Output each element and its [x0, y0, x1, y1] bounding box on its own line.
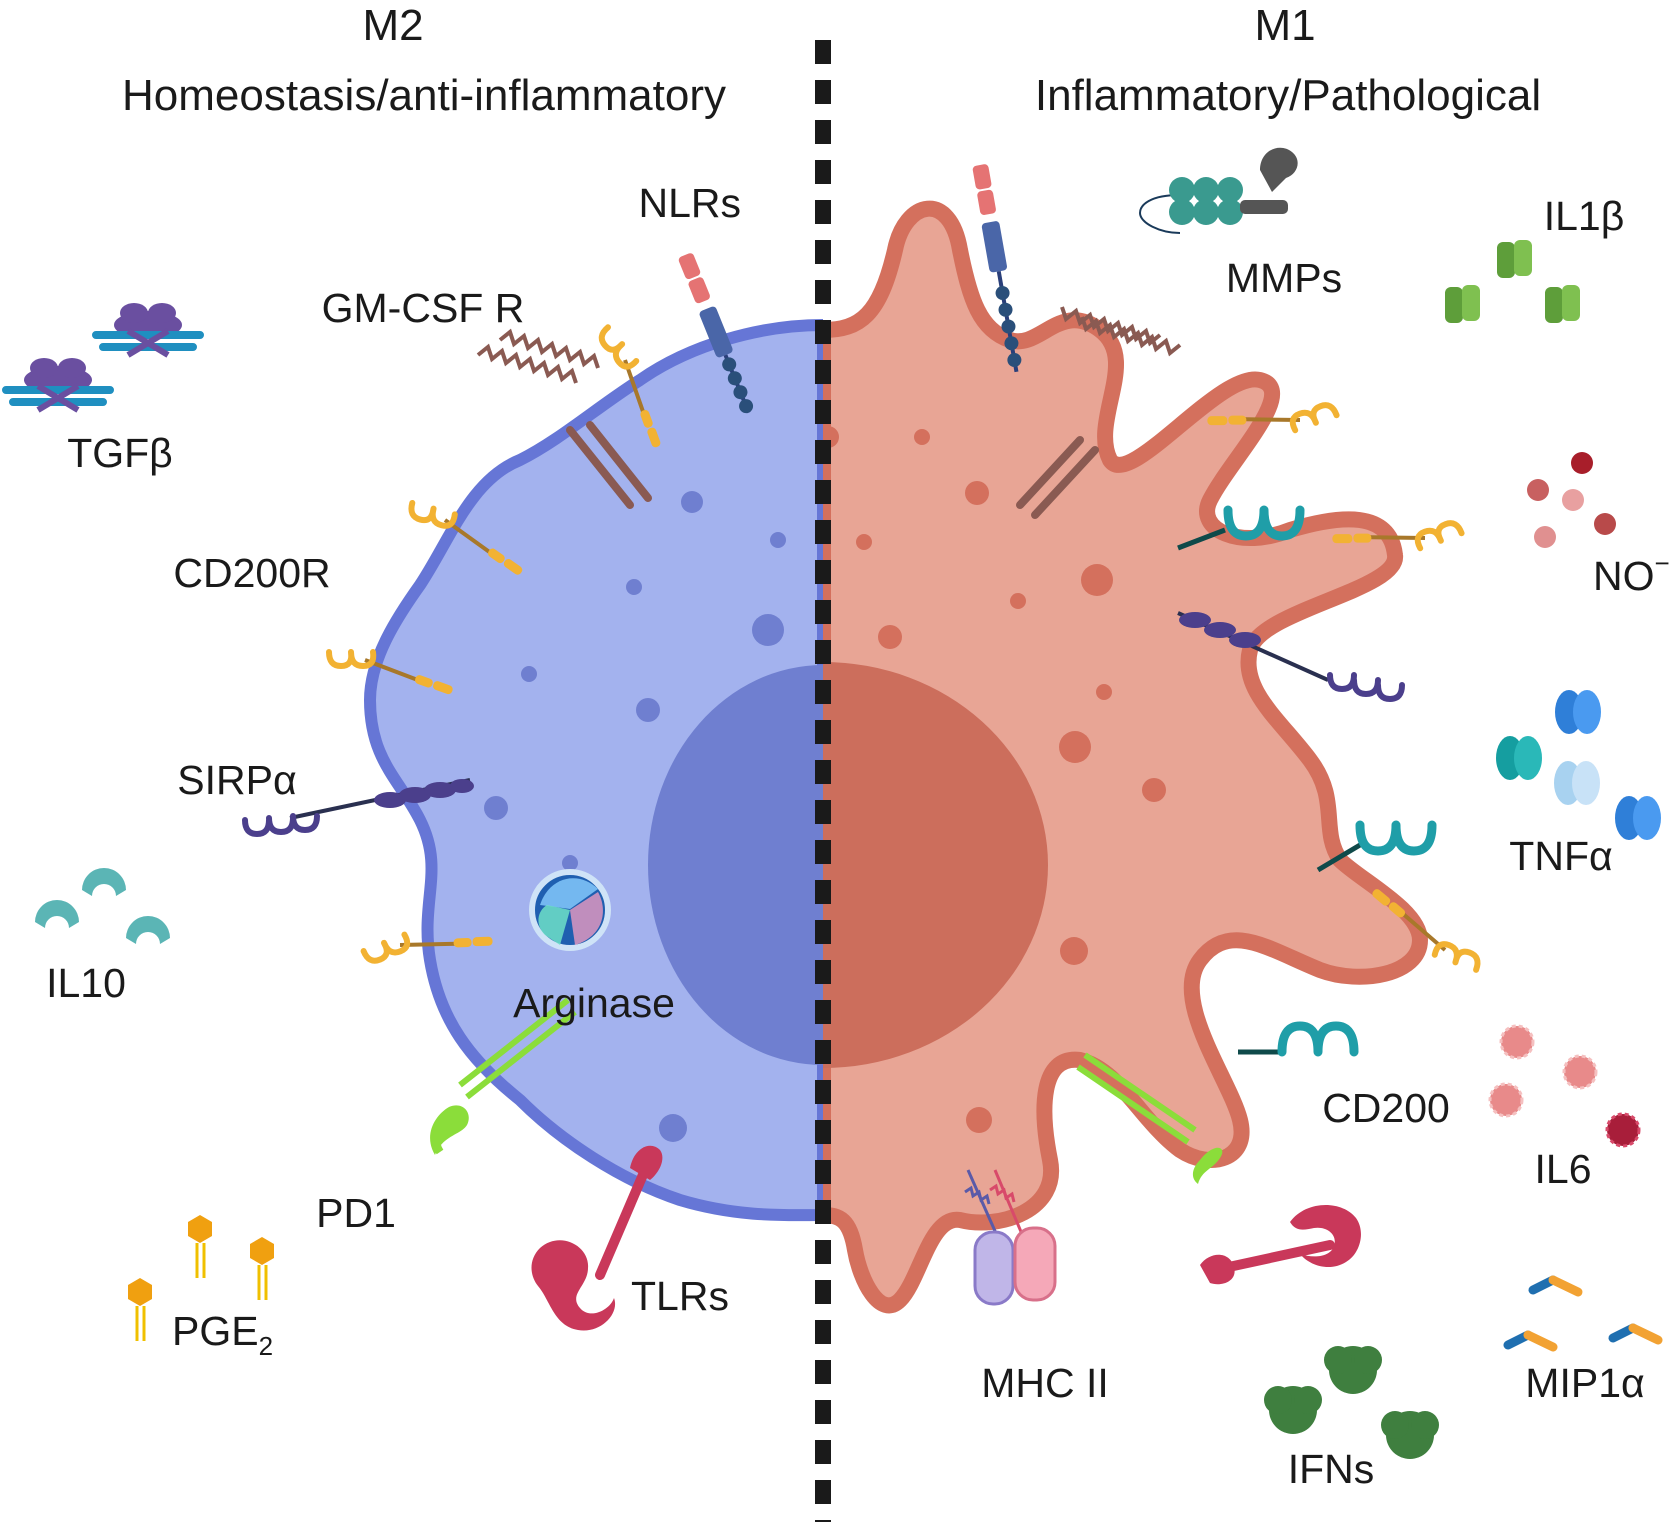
- label-tlrs: TLRs: [631, 1273, 729, 1319]
- nlr-receptor-left: [678, 253, 754, 414]
- arginase-enzyme: [529, 869, 611, 951]
- label-pd1: PD1: [316, 1190, 396, 1236]
- cd200-receptor-3: [1238, 1021, 1359, 1057]
- tnfa-cytokine: [1496, 690, 1661, 840]
- label-tnfa: TNFα: [1509, 833, 1612, 879]
- m2-nucleus: [648, 665, 823, 1065]
- pd1-receptor-right: [1076, 1052, 1223, 1184]
- label-no-base: NO: [1593, 553, 1655, 599]
- label-gmcsfr: GM-CSF R: [322, 285, 525, 331]
- sirpa-receptor-right: [1177, 611, 1405, 703]
- label-il10: IL10: [46, 960, 126, 1006]
- cd200-receptor-1: [1177, 505, 1305, 551]
- il10-cytokine: [35, 868, 170, 944]
- il6-cytokine: [1488, 1024, 1641, 1148]
- label-tgfb: TGFβ: [67, 430, 173, 476]
- mip1a-cytokine: [1503, 1275, 1663, 1352]
- label-mmps: MMPs: [1226, 255, 1342, 301]
- m2-subtitle: Homeostasis/anti-inflammatory: [122, 71, 726, 120]
- tlr-receptor-left: [531, 1145, 663, 1331]
- label-no-sup: −: [1655, 548, 1670, 578]
- ifns-cytokine: [1264, 1346, 1439, 1459]
- label-il6: IL6: [1535, 1146, 1592, 1192]
- cd200-receptor-2: [1316, 820, 1437, 873]
- label-cd200: CD200: [1322, 1085, 1450, 1131]
- label-ifns: IFNs: [1288, 1446, 1375, 1492]
- label-pge2: PGE2: [172, 1308, 273, 1361]
- label-il1b: IL1β: [1544, 193, 1625, 239]
- il1b-cytokine: [1445, 240, 1580, 323]
- no-molecules: [1527, 452, 1616, 548]
- m2-title: M2: [362, 1, 423, 50]
- label-mhcii: MHC II: [981, 1360, 1109, 1406]
- label-mip1a: MIP1α: [1525, 1360, 1644, 1406]
- m2-vesicles: [484, 491, 786, 1142]
- m1-title: M1: [1254, 1, 1315, 50]
- nlr-receptor-right: [972, 164, 1022, 373]
- m1-subtitle: Inflammatory/Pathological: [1035, 71, 1541, 120]
- label-sirpa: SIRPα: [177, 757, 296, 803]
- gmcsf-receptor-right: [1016, 306, 1182, 519]
- label-arginase: Arginase: [513, 980, 675, 1026]
- sirpa-receptor-left: [242, 778, 474, 838]
- mhcii-receptor: [964, 1169, 1057, 1306]
- label-cd200r: CD200R: [173, 550, 330, 596]
- m1-nucleus: [823, 662, 1048, 1068]
- tgfb-cytokine: [2, 303, 204, 413]
- pd1-receptor-left: [430, 997, 577, 1155]
- pge2-molecule: [128, 1215, 274, 1341]
- mmps-enzyme: [1138, 147, 1298, 234]
- label-nlrs: NLRs: [638, 180, 741, 226]
- label-no: NO−: [1593, 548, 1670, 599]
- tlr-receptor-right: [1200, 1204, 1361, 1285]
- label-pge2-base: PGE: [172, 1308, 259, 1354]
- label-pge2-sub: 2: [259, 1331, 273, 1361]
- gmcsf-receptor-left: [476, 328, 652, 509]
- m1-vesicles: [823, 426, 1166, 1133]
